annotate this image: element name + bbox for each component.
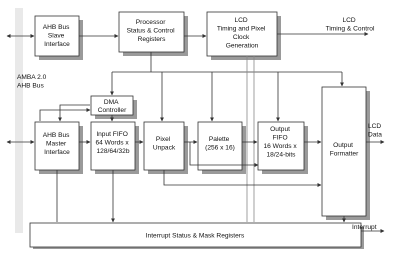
dma-controller-label: DMA Controller xyxy=(98,99,127,114)
master-to-dma-loop xyxy=(39,108,91,121)
dma-master-loop xyxy=(58,104,90,122)
lcd-timing-block-label: LCD Timing and Pixel Clock Generation xyxy=(217,17,267,50)
ahb-slave-interface-block xyxy=(34,15,80,57)
palette-block xyxy=(197,121,243,171)
output-fifo-block xyxy=(257,121,305,171)
input-fifo-label: Input FIFO 64 Words x 128/64/32b xyxy=(95,131,130,155)
interrupt-registers-label: Interrupt Status & Mask Registers xyxy=(146,233,245,240)
interrupt-output-label: Interrupt xyxy=(352,224,377,231)
palette-bypass-path xyxy=(189,142,259,167)
palette-label: Palette (256 x 16) xyxy=(205,136,235,152)
ahb-slave-interface-label: AHB Bus Slave Interface xyxy=(43,24,72,48)
output-formatter-block xyxy=(321,86,367,217)
pixel-unpack-block xyxy=(143,121,185,171)
processor-registers-label: Processor Status & Control Registers xyxy=(127,19,177,43)
pixel-unpack-bypass-path xyxy=(163,170,322,187)
processor-status-control-registers-block xyxy=(118,11,185,53)
amba-bus-label: AMBA 2.0 AHB Bus xyxy=(17,74,48,90)
input-fifo-block xyxy=(90,121,136,171)
ahb-master-interface-label: AHB Bus Master Interface xyxy=(43,132,72,156)
pixel-unpack-label: Pixel Unpack xyxy=(153,136,176,152)
ahb-master-interface-block xyxy=(34,121,80,171)
interrupt-status-mask-registers xyxy=(29,222,362,248)
lcd-data-label: LCD Data xyxy=(368,123,383,139)
output-formatter-label: Output Formatter xyxy=(330,142,359,158)
lcd-timing-control-label: LCD Timing & Control xyxy=(326,17,375,33)
amba-bus-column xyxy=(15,8,23,233)
output-fifo-label: Output FIFO 16 Words x 18/24-bits xyxy=(263,126,298,159)
